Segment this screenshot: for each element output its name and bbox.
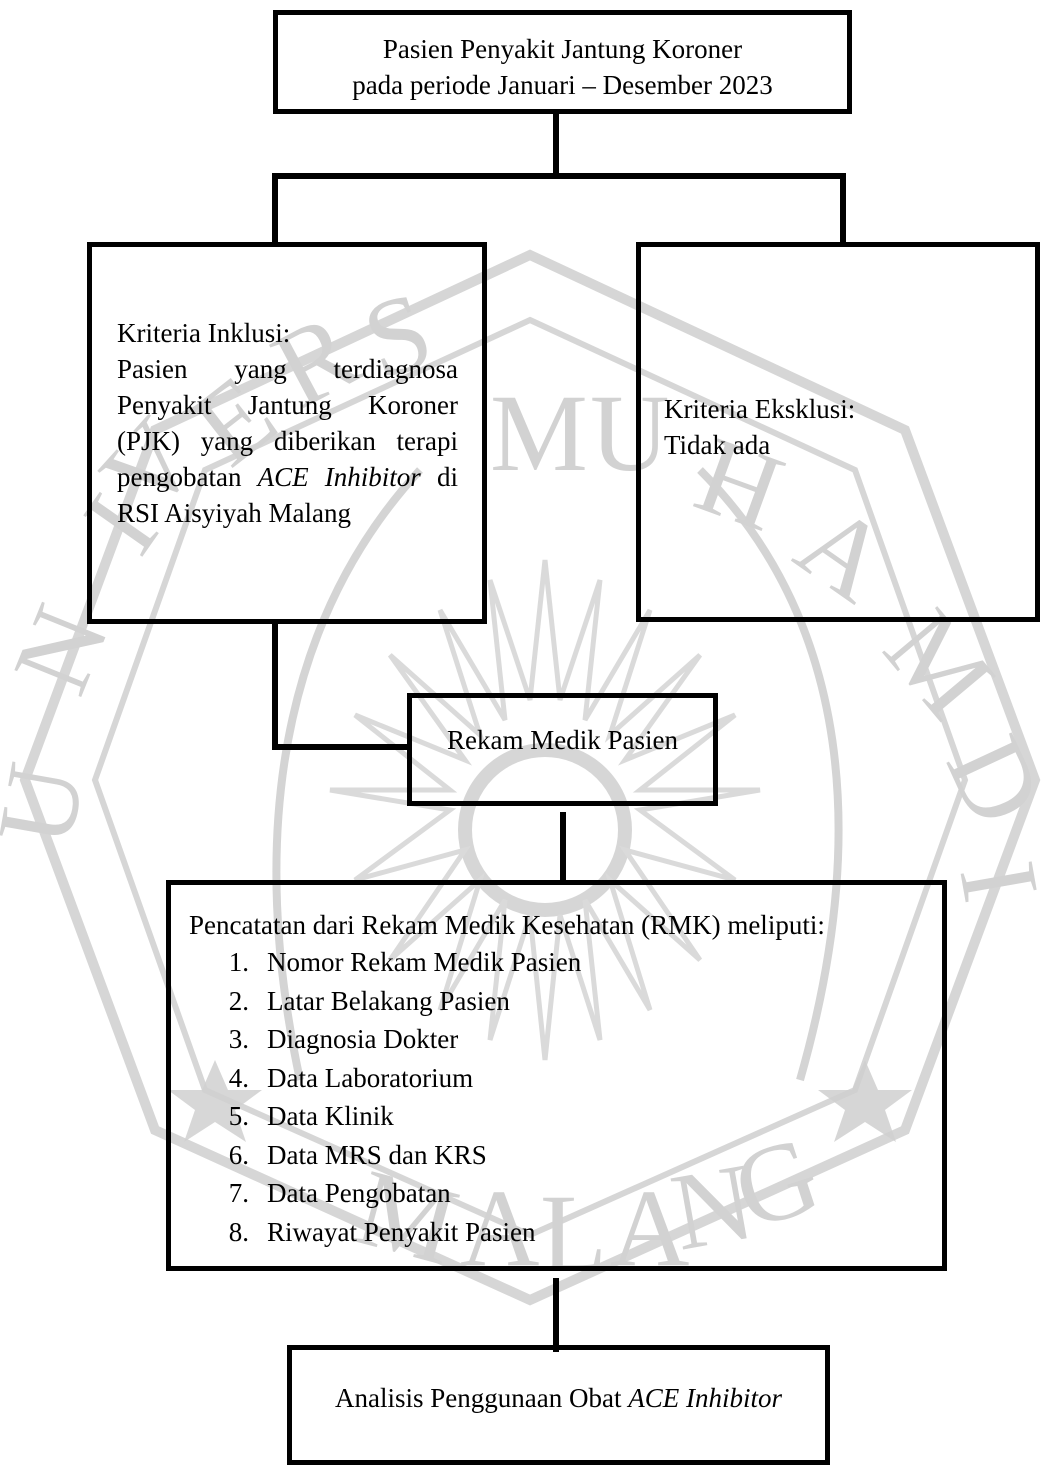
connector-inclusion-to-record bbox=[272, 744, 412, 750]
inclusion-text-drug: ACE Inhibitor bbox=[257, 462, 421, 492]
analysis-text-main: Analisis Penggunaan Obat bbox=[335, 1383, 629, 1413]
exclusion-text: Tidak ada bbox=[664, 430, 771, 460]
medical-record-box: Rekam Medik Pasien bbox=[407, 693, 718, 806]
list-item-text: Data Klinik bbox=[267, 1101, 394, 1131]
connector-inclusion-down bbox=[272, 622, 278, 750]
list-item-text: Riwayat Penyakit Pasien bbox=[267, 1216, 536, 1247]
list-item-number: 2. bbox=[228, 985, 249, 1016]
svg-text:D: D bbox=[923, 719, 1059, 843]
list-item-text: Latar Belakang Pasien bbox=[267, 985, 510, 1016]
connector-left-drop bbox=[272, 173, 278, 243]
recording-box: Pencatatan dari Rekam Medik Kesehatan (R… bbox=[166, 880, 947, 1271]
svg-text:M: M bbox=[490, 372, 588, 494]
list-item-number: 1. bbox=[228, 947, 249, 977]
list-item: 3. Diagnosia Dokter bbox=[201, 1020, 932, 1059]
inclusion-heading: Kriteria Inklusi: bbox=[117, 318, 291, 348]
list-item-text: Data Laboratorium bbox=[267, 1062, 474, 1093]
list-item: 2. Latar Belakang Pasien bbox=[201, 982, 932, 1021]
list-item: 5. Data Klinik bbox=[201, 1097, 932, 1136]
inclusion-text: Pasien yang terdiagnosa Penyakit Jantung… bbox=[117, 351, 458, 531]
svg-text:U: U bbox=[0, 755, 107, 854]
list-item-number: 3. bbox=[228, 1024, 249, 1054]
list-item: 1. Nomor Rekam Medik Pasien bbox=[201, 943, 932, 982]
inclusion-text-main: Pasien yang terdiagnosa Penyakit Jantung… bbox=[117, 354, 458, 492]
recording-items: 1. Nomor Rekam Medik Pasien 2. Latar Belak… bbox=[201, 943, 932, 1251]
list-item: 6. Data MRS dan KRS bbox=[201, 1136, 932, 1175]
list-item-number: 5. bbox=[228, 1101, 249, 1131]
exclusion-heading: Kriteria Eksklusi: bbox=[664, 394, 856, 424]
population-line-2: pada periode Januari – Desember 2023 bbox=[352, 70, 773, 100]
inclusion-criteria-box: Kriteria Inklusi: Pasien yang terdiagnos… bbox=[87, 242, 487, 624]
list-item: 8. Riwayat Penyakit Pasien bbox=[201, 1213, 932, 1252]
exclusion-criteria-box: Kriteria Eksklusi: Tidak ada bbox=[636, 242, 1040, 622]
inclusion-text-end: di RSI Aisyiyah Malang bbox=[117, 462, 459, 528]
recording-heading: Pencatatan dari Rekam Medik Kesehatan (R… bbox=[189, 910, 825, 940]
list-item-number: 7. bbox=[228, 1178, 249, 1208]
connector-record-to-recording bbox=[560, 812, 566, 884]
analysis-text-drug: ACE Inhibitor bbox=[628, 1383, 782, 1413]
analysis-box: Analisis Penggunaan Obat ACE Inhibitor bbox=[287, 1345, 830, 1465]
list-item-text: Data Pengobatan bbox=[267, 1178, 451, 1208]
list-item-text: Data MRS dan KRS bbox=[267, 1139, 487, 1170]
list-item-number: 4. bbox=[228, 1062, 249, 1093]
list-item-number: 8. bbox=[228, 1216, 249, 1247]
list-item: 7. Data Pengobatan bbox=[201, 1174, 932, 1213]
connector-recording-to-analysis bbox=[553, 1278, 559, 1352]
analysis-text: Analisis Penggunaan Obat ACE Inhibitor bbox=[292, 1380, 825, 1416]
connector-top-horizontal bbox=[272, 173, 846, 179]
population-line-1: Pasien Penyakit Jantung Koroner bbox=[382, 34, 743, 64]
medical-record-label: Rekam Medik Pasien bbox=[447, 725, 678, 755]
population-box: Pasien Penyakit Jantung Koroner pada per… bbox=[273, 10, 852, 114]
connector-top-vertical bbox=[553, 112, 559, 176]
svg-text:I: I bbox=[936, 853, 1059, 910]
list-item-text: Nomor Rekam Medik Pasien bbox=[267, 947, 582, 977]
list-item-number: 6. bbox=[228, 1139, 249, 1170]
list-item-text: Diagnosia Dokter bbox=[267, 1024, 459, 1054]
list-item: 4. Data Laboratorium bbox=[201, 1059, 932, 1098]
connector-right-drop bbox=[840, 173, 846, 243]
